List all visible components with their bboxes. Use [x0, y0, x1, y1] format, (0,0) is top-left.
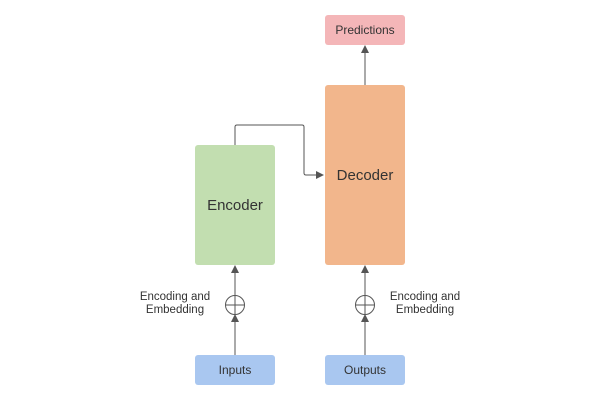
right-add-icon: [355, 295, 375, 315]
encoder-node: Encoder: [195, 145, 275, 265]
left-encoding-line2: Embedding: [145, 304, 205, 316]
decoder-node: Decoder: [325, 85, 405, 265]
inputs-node: Inputs: [195, 355, 275, 385]
right-encoding-embedding-label: Encoding and Embedding: [380, 291, 470, 317]
left-encoding-embedding-label: Encoding and Embedding: [130, 291, 220, 317]
left-add-icon: [225, 295, 245, 315]
inputs-label: Inputs: [218, 363, 252, 377]
outputs-label: Outputs: [343, 363, 387, 377]
predictions-node: Predictions: [325, 15, 405, 45]
predictions-label: Predictions: [335, 23, 395, 37]
right-encoding-line2: Embedding: [395, 304, 455, 316]
right-encoding-line1: Encoding and: [389, 291, 461, 303]
edge-encoder-to-decoder: [234, 124, 324, 179]
left-encoding-line1: Encoding and: [139, 291, 211, 303]
outputs-node: Outputs: [325, 355, 405, 385]
encoder-label: Encoder: [207, 196, 263, 214]
decoder-label: Decoder: [336, 166, 394, 184]
